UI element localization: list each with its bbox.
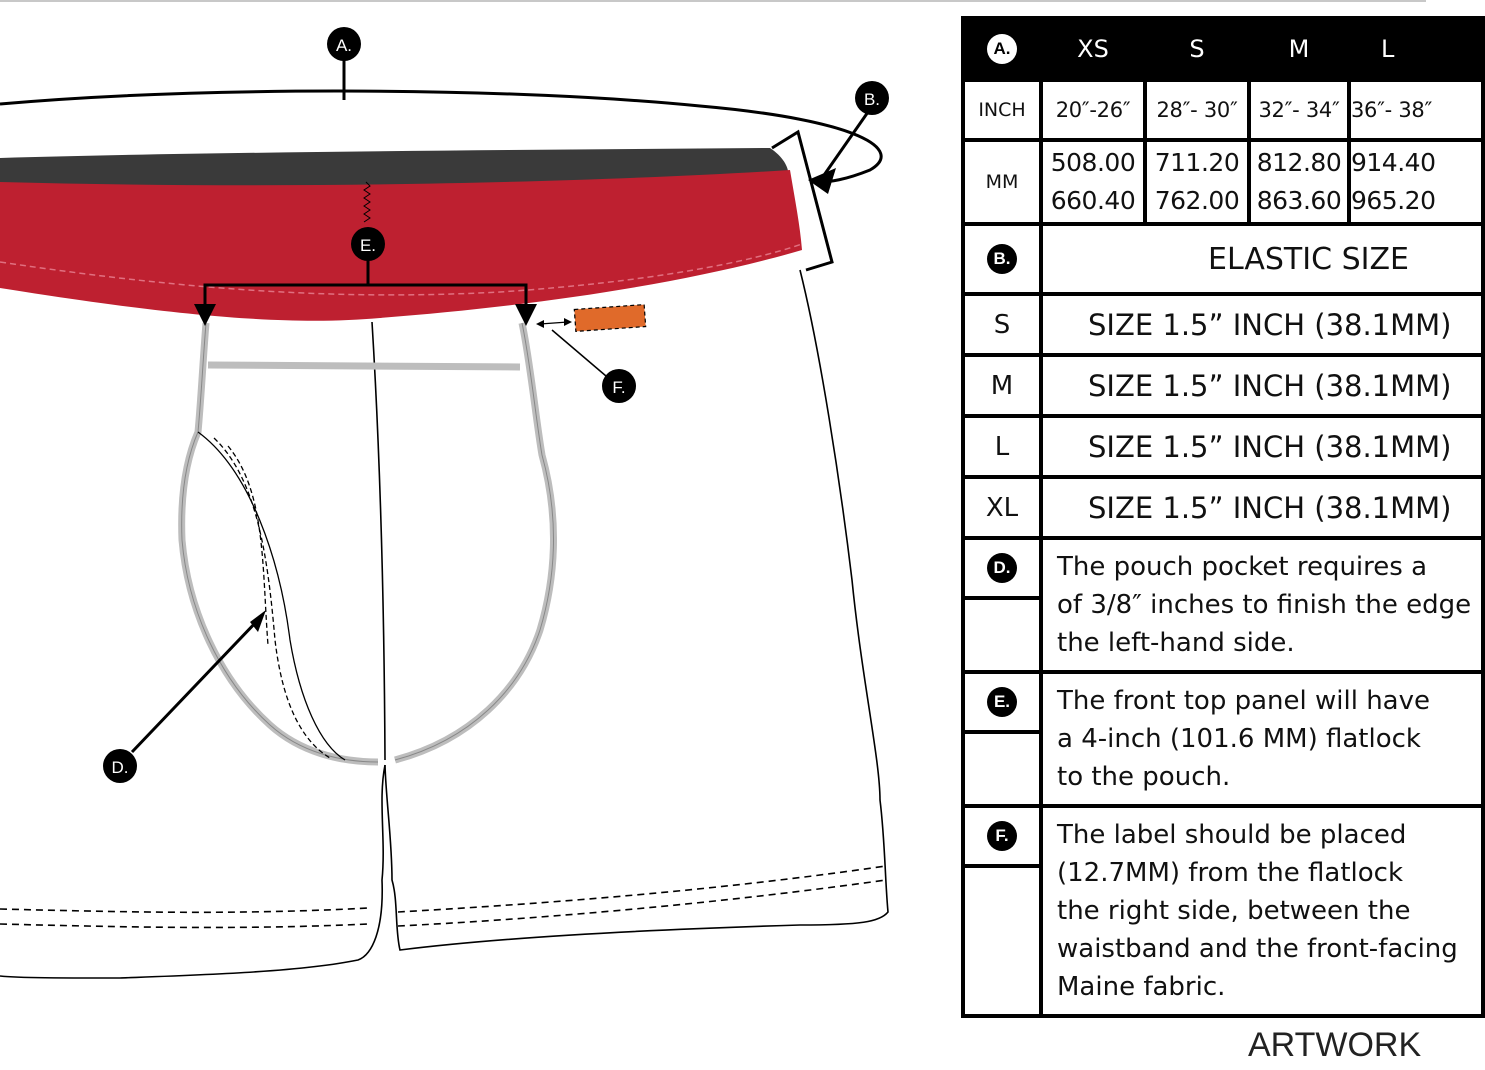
callout-e: E.: [351, 227, 385, 261]
elastic-row: M SIZE 1.5” INCH (38.1MM): [961, 353, 1485, 418]
mm-unit: MM: [961, 138, 1043, 226]
badge-e: E.: [987, 687, 1017, 717]
elastic-height-bracket: [771, 129, 834, 272]
callout-b: B.: [855, 81, 889, 115]
shorts-body: [0, 269, 889, 979]
inch-m: 32″- 34″: [1247, 78, 1351, 142]
inch-unit: INCH: [961, 78, 1043, 142]
elastic-size-label: S: [961, 292, 1043, 357]
inch-xs: 20″-26″: [1039, 78, 1147, 142]
note-row-f: F. The label should be placed(12.7MM) fr…: [961, 804, 1485, 1018]
inch-l: 36″- 38″: [1347, 78, 1485, 142]
waistband-red-band: [0, 170, 802, 321]
elastic-size-title: ELASTIC SIZE: [1039, 222, 1485, 296]
badge-d: D.: [987, 553, 1017, 583]
boxer-brief-technical-drawing: A. B. E. F. D.: [0, 27, 889, 979]
elastic-row: S SIZE 1.5” INCH (38.1MM): [961, 292, 1485, 357]
svg-text:E.: E.: [360, 236, 376, 255]
right-leg-outline: [384, 269, 889, 951]
elastic-row: XL SIZE 1.5” INCH (38.1MM): [961, 475, 1485, 540]
svg-text:F.: F.: [612, 378, 625, 397]
hem-stitching: [0, 865, 887, 929]
callout-d: D.: [103, 749, 137, 783]
note-text-f: The label should be placed(12.7MM) from …: [1039, 804, 1485, 1018]
size-header-row: A. XS S M L: [961, 16, 1485, 82]
elastic-size-value: SIZE 1.5” INCH (38.1MM): [1039, 353, 1485, 418]
pouch-pocket: [197, 431, 346, 761]
top-border-line: [0, 0, 1426, 2]
note-key-f: F.: [961, 804, 1043, 1018]
label-tag: [573, 303, 647, 333]
center-front-seam: [371, 321, 386, 761]
note-key-e: E.: [961, 670, 1043, 808]
badge-f: F.: [987, 821, 1017, 851]
elastic-size-label: L: [961, 414, 1043, 479]
header-key-cell: A.: [961, 16, 1043, 82]
waist-measure-ellipse: [0, 89, 883, 184]
svg-text:D.: D.: [112, 758, 129, 777]
waistband-lower-stitch: [0, 243, 803, 296]
callout-f: F.: [602, 369, 636, 403]
note-key-d: D.: [961, 536, 1043, 674]
size-header-l: L: [1347, 16, 1485, 82]
svg-text:A.: A.: [336, 36, 352, 55]
elastic-row: L SIZE 1.5” INCH (38.1MM): [961, 414, 1485, 479]
size-header-s: S: [1143, 16, 1251, 82]
badge-b: B.: [987, 244, 1017, 274]
elastic-key-cell: B.: [961, 222, 1043, 296]
waistband-zigzag-seam: [363, 181, 371, 223]
elastic-size-value: SIZE 1.5” INCH (38.1MM): [1039, 475, 1485, 540]
pouch-binding: [178, 322, 557, 766]
pouch-binding-edge: [181, 322, 554, 763]
elastic-header-row: B. ELASTIC SIZE: [961, 222, 1485, 296]
size-header-xs: XS: [1039, 16, 1147, 82]
left-leg-outline: [0, 764, 386, 979]
elastic-size-value: SIZE 1.5” INCH (38.1MM): [1039, 292, 1485, 357]
elastic-size-label: XL: [961, 475, 1043, 540]
artwork-footer-label: ARTWORK: [1248, 1026, 1422, 1064]
size-header-m: M: [1247, 16, 1351, 82]
callout-a: A.: [327, 27, 361, 61]
inch-s: 28″- 30″: [1143, 78, 1251, 142]
elastic-size-label: M: [961, 353, 1043, 418]
size-spec-table: A. XS S M L INCH 20″-26″ 28″- 30″ 32″- 3…: [961, 16, 1485, 1018]
inch-row: INCH 20″-26″ 28″- 30″ 32″- 34″ 36″- 38″: [961, 78, 1485, 142]
badge-a: A.: [987, 34, 1017, 64]
svg-text:B.: B.: [864, 90, 880, 109]
elastic-size-value: SIZE 1.5” INCH (38.1MM): [1039, 414, 1485, 479]
